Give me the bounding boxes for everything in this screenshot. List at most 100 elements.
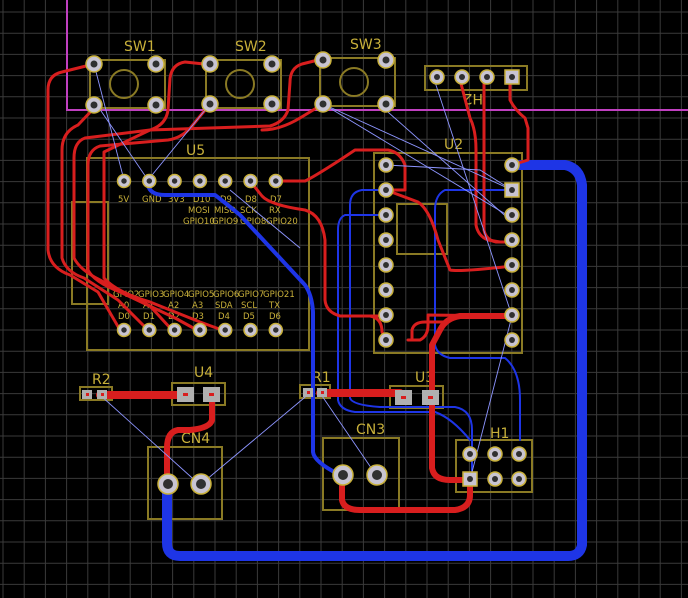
h1-label: H1 — [490, 426, 509, 442]
bottom-trace[interactable] — [434, 189, 521, 441]
pad-hole — [197, 327, 203, 333]
u5-pin-label: D3 — [192, 312, 204, 322]
sw1-label: SW1 — [124, 39, 156, 55]
pad-hole — [383, 212, 389, 218]
u5-pin-label: SDA — [215, 301, 233, 311]
u5-pin-label: GPIO6 — [213, 290, 239, 300]
pad-hole — [509, 287, 515, 293]
top-trace[interactable] — [102, 58, 320, 332]
u5-pin-label: RX — [269, 206, 281, 216]
sw3-label: SW3 — [350, 37, 382, 53]
pad-hole — [509, 237, 515, 243]
sw1-pads[interactable] — [85, 55, 165, 114]
u5-pin-label: 3V3 — [168, 195, 185, 205]
pad-hole — [383, 312, 389, 318]
top-trace[interactable] — [46, 62, 122, 332]
top-copper-layer[interactable] — [46, 58, 530, 513]
u5-pin-label: TX — [268, 301, 280, 311]
top-trace[interactable] — [86, 102, 212, 332]
pad-hole — [383, 337, 389, 343]
pad-hole — [509, 262, 515, 268]
top-trace[interactable] — [406, 313, 514, 342]
bottom-trace[interactable] — [349, 189, 473, 481]
u5-pin-label: D8 — [245, 195, 257, 205]
u5-pin-label: GPIO5 — [188, 290, 214, 300]
u5-label: U5 — [186, 143, 205, 159]
u5-pin-label: D6 — [269, 312, 281, 322]
designator-labels: SW1 SW2 SW3 H2 U5 U2 R2 U4 R1 U3 CN4 CN3… — [92, 37, 509, 447]
u5-pin-label: SCK — [240, 206, 257, 216]
u5-pin-label: D5 — [243, 312, 255, 322]
u5-pin-label: GPIO7 — [238, 290, 264, 300]
top-trace[interactable] — [410, 320, 450, 340]
pad-hole — [273, 327, 279, 333]
pad-hole — [146, 327, 153, 333]
top-trace[interactable] — [60, 103, 150, 332]
bottom-trace-gnd[interactable] — [162, 160, 587, 561]
top-trace-power[interactable] — [339, 473, 473, 513]
u5-pin-label: GPIO20 — [266, 217, 298, 227]
top-trace-power[interactable] — [164, 394, 215, 488]
u5-pin-label: A2 — [168, 301, 179, 311]
top-trace[interactable] — [72, 60, 206, 332]
u3-pads[interactable] — [395, 390, 439, 405]
board-outline — [66, 0, 688, 111]
pads-layer[interactable] — [82, 51, 527, 495]
pad-hole — [121, 178, 127, 184]
sw3-pads[interactable] — [314, 51, 395, 113]
u5-top-pin-labels: 5V GND 3V3 D10 D9 D8 D7 MOSI MISO SCK RX… — [118, 195, 298, 227]
h2-pads[interactable] — [429, 69, 520, 85]
u2-pads[interactable] — [378, 157, 520, 348]
cn3-pads[interactable] — [332, 464, 388, 486]
u5-pin-label: D1 — [143, 312, 155, 322]
u5-pin-label: MOSI — [188, 206, 210, 216]
u5-pin-label: GPIO10 — [183, 217, 215, 227]
u5-pin-label: GPIO8 — [240, 217, 266, 227]
pad-hole — [509, 312, 515, 318]
pad-hole — [247, 178, 254, 184]
top-trace[interactable] — [384, 188, 514, 272]
pad-hole — [222, 327, 228, 333]
top-trace[interactable] — [248, 179, 388, 340]
sw2-pads[interactable] — [201, 55, 281, 113]
bottom-trace[interactable] — [337, 214, 471, 441]
cn4-pads[interactable] — [157, 473, 212, 495]
bottom-copper-layer[interactable] — [146, 160, 587, 561]
u5-top-pads[interactable] — [116, 173, 284, 189]
u5-bottom-pads[interactable] — [116, 322, 284, 338]
h2-label: H2 — [464, 90, 483, 106]
h1-pads[interactable] — [462, 446, 527, 487]
r2-pads[interactable] — [82, 390, 107, 399]
pad-hole — [383, 187, 389, 193]
r1-label: R1 — [312, 370, 331, 386]
u2-label: U2 — [444, 137, 463, 153]
pad-hole — [383, 287, 389, 293]
pad-hole — [509, 162, 515, 168]
top-trace[interactable] — [260, 102, 325, 132]
u5-pin-label: D7 — [270, 195, 282, 205]
pad-hole — [383, 262, 389, 268]
u5-pin-label: GPIO9 — [212, 217, 238, 227]
u5-pin-label: MISO — [214, 206, 236, 216]
pad-hole — [146, 178, 153, 184]
top-trace-power[interactable] — [429, 395, 473, 483]
u5-pin-label: D10 — [193, 195, 210, 205]
pad-hole — [383, 162, 389, 168]
pad-hole — [383, 237, 389, 243]
bottom-trace[interactable] — [146, 178, 342, 477]
pad-hole — [247, 327, 254, 333]
cn3-label: CN3 — [356, 422, 385, 438]
r2-label: R2 — [92, 372, 111, 388]
u5-pin-label: SCL — [241, 301, 257, 311]
u4-pads[interactable] — [177, 387, 220, 402]
top-trace[interactable] — [274, 148, 407, 192]
top-trace[interactable] — [457, 74, 502, 244]
pad-hole — [171, 178, 178, 184]
top-trace[interactable] — [508, 74, 530, 167]
u4-label: U4 — [194, 365, 213, 381]
pad-hole — [222, 178, 228, 184]
pad-hole — [509, 212, 515, 218]
r1-pads[interactable] — [303, 388, 327, 397]
